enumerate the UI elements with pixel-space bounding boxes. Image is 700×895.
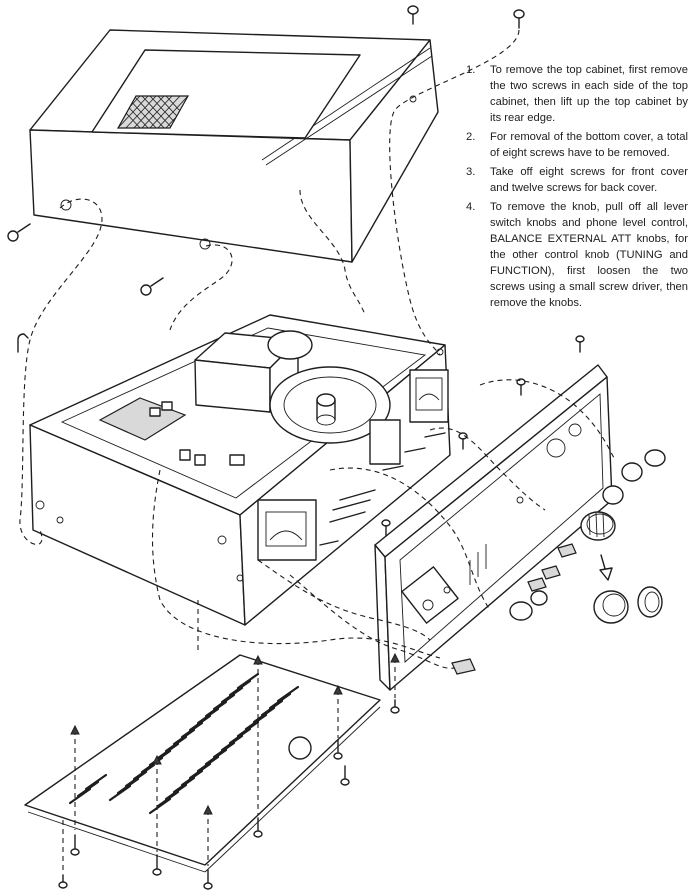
instruction-number: 2. [466,131,476,143]
front-shafts [319,432,446,546]
instruction-text: Take off eight screws for front cover an… [490,166,688,194]
bottom-vent-slots [68,672,300,815]
screw-top-cabinet-side-right [140,277,164,296]
screw-top-cabinet-side-left [7,223,31,242]
top-cabinet [29,29,439,263]
disassembly-instructions: 1. To remove the top cabinet, first remo… [466,62,688,314]
instruction-text: For removal of the bottom cover, a total… [490,131,688,159]
instruction-number: 3. [466,166,476,178]
small-spring-clip [17,333,29,353]
circuit-board [98,397,245,466]
bottom-screws [58,699,400,890]
instruction-number: 4. [466,201,476,213]
main-chassis [29,314,451,626]
screw-top-cabinet-rear-left [407,5,419,25]
instruction-item: 1. To remove the top cabinet, first remo… [466,62,688,126]
instruction-item: 3. Take off eight screws for front cover… [466,164,688,196]
arrow-down [599,554,613,581]
instruction-text: To remove the top cabinet, first remove … [490,64,688,124]
front-panel-screws [381,335,585,537]
lever-switch-knobs [451,543,577,675]
tuning-knob [580,511,616,541]
front-meters-panel [257,369,449,561]
instruction-item: 4. To remove the knob, pull off all leve… [466,199,688,311]
instruction-item: 2. For removal of the bottom cover, a to… [466,129,688,161]
tuning-dial-drum [269,366,391,444]
small-round-knobs [509,449,666,621]
screw-top-cabinet-rear-right [513,9,525,29]
instruction-text: To remove the knob, pull off all lever s… [490,201,688,309]
instruction-number: 1. [466,64,476,76]
function-knob [593,586,663,624]
ventilation-grille [116,95,190,129]
dashed-assembly-paths [19,29,616,669]
screw-direction-arrows [62,600,400,873]
bottom-cover [24,654,381,873]
